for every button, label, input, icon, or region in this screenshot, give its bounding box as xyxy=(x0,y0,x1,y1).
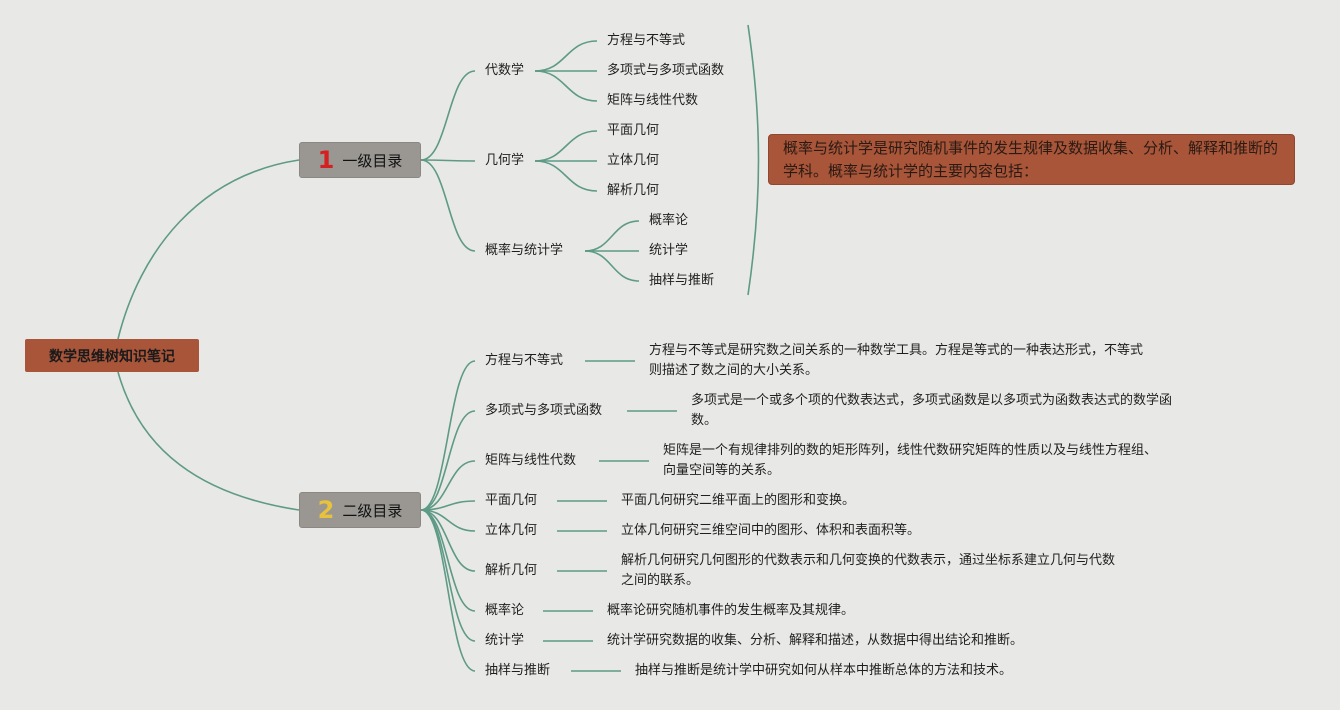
l2-item-label[interactable]: 矩阵与线性代数 xyxy=(485,453,577,468)
l2-item-label[interactable]: 概率论 xyxy=(485,603,525,618)
l2-item-desc: 抽样与推断是统计学中研究如何从样本中推断总体的方法和技术。 xyxy=(635,663,1013,678)
l1-leaf[interactable]: 多项式与多项式函数 xyxy=(607,63,725,78)
l1-leaf[interactable]: 概率论 xyxy=(649,213,689,228)
level2-branch xyxy=(420,509,476,672)
level1-node[interactable]: 1 一级目录 xyxy=(299,142,421,178)
summary-bracket xyxy=(747,24,760,296)
leaf-branch xyxy=(584,220,640,252)
summary-note-text: 概率与统计学是研究随机事件的发生规律及数据收集、分析、解释和推断的学科。概率与统… xyxy=(783,139,1279,180)
level1-number-badge: 1 xyxy=(317,146,335,174)
l2-item-desc: 解析几何研究几何图形的代数表示和几何变换的代数表示，通过坐标系建立几何与代数之间… xyxy=(621,553,1116,588)
leaf-branch xyxy=(534,160,598,192)
level2-node[interactable]: 2 二级目录 xyxy=(299,492,421,528)
l2-item-label[interactable]: 解析几何 xyxy=(485,563,538,578)
l2-item-label[interactable]: 平面几何 xyxy=(485,493,538,508)
leaf-branch xyxy=(534,130,598,162)
l2-item-desc: 立体几何研究三维空间中的图形、体积和表面积等。 xyxy=(621,523,921,538)
root-to-level1-link xyxy=(117,159,300,340)
level1-branch xyxy=(420,159,476,252)
summary-note[interactable]: 概率与统计学是研究随机事件的发生规律及数据收集、分析、解释和推断的学科。概率与统… xyxy=(768,134,1295,185)
l1-group-probability[interactable]: 概率与统计学 xyxy=(485,243,564,258)
level2-label: 二级目录 xyxy=(342,501,403,520)
l1-group-geometry[interactable]: 几何学 xyxy=(485,153,525,168)
l1-leaf[interactable]: 平面几何 xyxy=(607,123,660,138)
l1-leaf[interactable]: 方程与不等式 xyxy=(607,33,686,48)
level2-branch xyxy=(420,509,476,572)
l2-item-desc: 统计学研究数据的收集、分析、解释和描述，从数据中得出结论和推断。 xyxy=(607,633,1024,648)
l2-item-label[interactable]: 立体几何 xyxy=(485,523,538,538)
level1-label: 一级目录 xyxy=(342,151,403,170)
l2-item-desc: 方程与不等式是研究数之间关系的一种数学工具。方程是等式的一种表达形式，不等式则描… xyxy=(649,343,1144,378)
l2-item-desc: 平面几何研究二维平面上的图形和变换。 xyxy=(621,493,856,508)
l2-item-desc: 矩阵是一个有规律排列的数的矩形阵列，线性代数研究矩阵的性质以及与线性方程组、向量… xyxy=(663,443,1158,478)
level1-branch xyxy=(420,159,476,162)
leaf-branch xyxy=(584,250,640,282)
level2-branch xyxy=(420,410,476,511)
l2-item-desc: 概率论研究随机事件的发生概率及其规律。 xyxy=(607,603,855,618)
leaf-branch xyxy=(534,70,598,102)
l2-item-label[interactable]: 多项式与多项式函数 xyxy=(485,403,603,418)
level1-branch xyxy=(420,70,476,161)
root-node[interactable]: 数学思维树知识笔记 xyxy=(25,339,199,372)
l1-leaf[interactable]: 抽样与推断 xyxy=(649,273,715,288)
l2-item-label[interactable]: 抽样与推断 xyxy=(485,663,551,678)
level2-branch xyxy=(420,360,476,511)
leaf-branch xyxy=(534,40,598,72)
l1-leaf[interactable]: 解析几何 xyxy=(607,183,660,198)
root-label: 数学思维树知识笔记 xyxy=(49,348,175,365)
root-to-level2-link xyxy=(117,371,300,511)
l1-group-algebra[interactable]: 代数学 xyxy=(485,63,525,78)
level2-number-badge: 2 xyxy=(317,496,335,524)
l1-leaf[interactable]: 立体几何 xyxy=(607,153,660,168)
l2-item-label[interactable]: 方程与不等式 xyxy=(485,353,564,368)
l2-item-desc: 多项式是一个或多个项的代数表达式，多项式函数是以多项式为函数表达式的数学函数。 xyxy=(691,393,1173,428)
l1-leaf[interactable]: 矩阵与线性代数 xyxy=(607,93,699,108)
level2-branch xyxy=(420,460,476,511)
l1-leaf[interactable]: 统计学 xyxy=(649,243,689,258)
l2-item-label[interactable]: 统计学 xyxy=(485,633,525,648)
level2-branch xyxy=(420,509,476,612)
